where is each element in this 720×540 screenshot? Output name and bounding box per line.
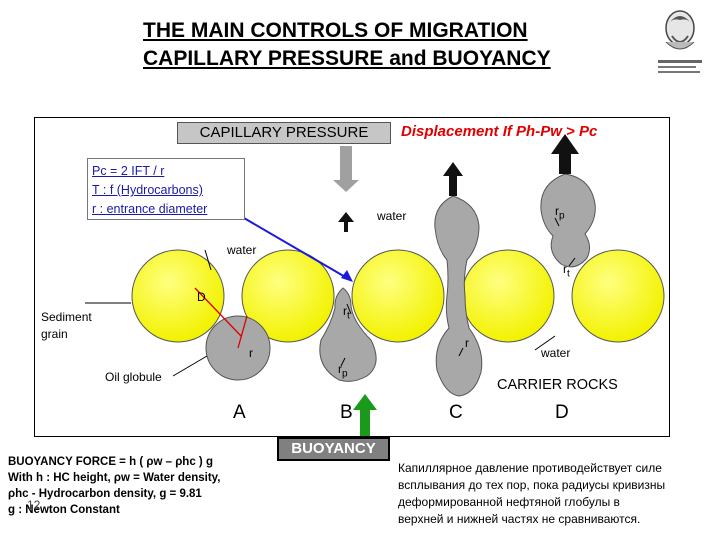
label-oil-globule: Oil globule — [105, 370, 162, 384]
formula-line-2: T : f (Hydrocarbons) — [92, 183, 203, 197]
buoyancy-arrow-icon — [353, 394, 377, 436]
sediment-grain-1 — [131, 249, 225, 343]
sediment-grain-2 — [241, 249, 335, 343]
label-r-a: r — [249, 346, 253, 360]
column-label-c: C — [449, 402, 463, 423]
formula-line-1: Pc = 2 IFT / r — [92, 164, 165, 178]
capillary-formula-box: Pc = 2 IFT / r T : f (Hydrocarbons) r : … — [87, 158, 245, 220]
buoyancy-line-4: g : Newton Constant — [8, 504, 120, 516]
label-rp-b: rp — [338, 362, 348, 380]
small-up-arrow-icon — [338, 212, 354, 232]
radius-line-r — [237, 315, 248, 349]
sediment-grain-4 — [461, 249, 555, 343]
label-rt-b: rt — [343, 304, 350, 322]
russian-line-4: верхней и нижней частях не сравниваются. — [398, 512, 641, 526]
page-number: 12 — [27, 498, 41, 512]
title-line-2: CAPILLARY PRESSURE and BUOYANCY — [143, 47, 551, 70]
oil-globule-d — [540, 173, 596, 268]
label-water-mid: water — [227, 243, 257, 257]
buoyancy-label: BUOYANCY — [277, 437, 390, 461]
russian-line-3: деформированной нефтяной глобулы в — [398, 495, 620, 509]
label-d: D — [197, 290, 206, 304]
russian-line-2: всплывания до тех пор, пока радиусы крив… — [398, 478, 666, 492]
russian-note: Капиллярное давление противодействует си… — [398, 460, 716, 528]
label-sediment-grain: Sediment grain — [41, 310, 92, 341]
displacement-condition: Displacement If Ph-Pw > Pc — [401, 123, 598, 140]
label-r-c: r — [465, 336, 469, 350]
migration-figure: CAPILLARY PRESSURE Displacement If Ph-Pw… — [34, 117, 670, 437]
buoyancy-line-1: BUOYANCY FORCE = h ( ρw – ρhc ) g — [8, 456, 213, 468]
column-label-d: D — [555, 402, 569, 423]
carrier-rocks-label: CARRIER ROCKS — [497, 377, 618, 393]
formula-line-3: r : entrance diameter — [92, 202, 208, 216]
capillary-pressure-label: CAPILLARY PRESSURE — [177, 122, 391, 144]
oil-globule-c — [434, 195, 483, 397]
label-water-right: water — [541, 346, 571, 360]
column-label-b: B — [340, 402, 353, 423]
diameter-line-d — [194, 287, 242, 337]
label-rp-d: rp — [555, 204, 565, 222]
large-up-arrow-icon — [551, 134, 579, 174]
oil-globule-b — [319, 287, 377, 382]
russian-line-1: Капиллярное давление противодействует си… — [398, 461, 662, 475]
capillary-pressure-arrow-icon — [333, 180, 359, 192]
sediment-grain-5 — [571, 249, 665, 343]
sediment-grain-3 — [351, 249, 445, 343]
buoyancy-line-3: ρhc - Hydrocarbon density, g = 9.81 — [8, 488, 202, 500]
blue-pointer-arrow-icon — [341, 270, 353, 282]
university-logo-icon — [658, 10, 702, 73]
column-label-a: A — [233, 402, 246, 423]
buoyancy-formula: BUOYANCY FORCE = h ( ρw – ρhc ) g With h… — [8, 454, 220, 518]
label-rt-d: rt — [563, 262, 570, 280]
buoyancy-line-2: With h : HC height, ρw = Water density, — [8, 472, 221, 484]
label-water-top: water — [377, 209, 407, 223]
medium-up-arrow-icon — [443, 162, 463, 196]
pore-diagram — [85, 134, 665, 397]
title-line-1: THE MAIN CONTROLS OF MIGRATION — [143, 19, 528, 42]
